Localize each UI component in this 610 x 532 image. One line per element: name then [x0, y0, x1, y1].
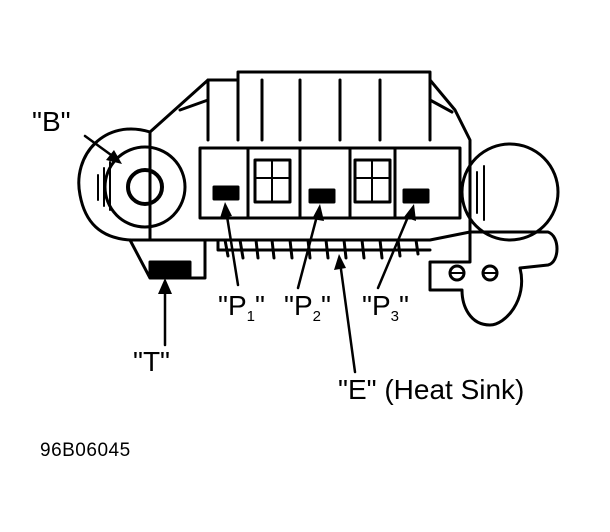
p1-terminal-tab	[212, 185, 240, 201]
label-p1-sub: 1	[246, 308, 255, 325]
arrow-e-head	[334, 254, 346, 270]
rectifier-body-outline	[148, 70, 472, 242]
arrow-p1-head	[220, 202, 232, 218]
b-terminal-shading	[97, 161, 111, 211]
connector-window-lines	[254, 159, 391, 203]
arrow-p3-head	[404, 204, 416, 221]
label-t: "T"	[133, 346, 170, 377]
label-p1-close: "	[254, 290, 265, 321]
label-e-heat-sink: "E" (Heat Sink)	[338, 374, 525, 405]
label-p3-text: "P	[362, 290, 391, 321]
upper-housing	[206, 78, 432, 142]
arrow-t-head	[158, 278, 172, 294]
p2-terminal-tab	[308, 188, 336, 204]
upper-housing-edge	[178, 98, 454, 114]
label-p3-close: "	[398, 290, 409, 321]
arrow-p1	[224, 208, 240, 287]
leader-arrows	[83, 134, 416, 374]
b-terminal-stud	[126, 168, 164, 206]
label-p1-text: "P	[218, 290, 247, 321]
label-p3: "P3"	[362, 290, 409, 325]
label-b: "B"	[32, 106, 71, 137]
figure-code: 96B06045	[40, 440, 131, 461]
b-terminal-boss	[77, 127, 152, 242]
label-p1: "P1"	[218, 290, 265, 325]
label-p2-text: "P	[284, 290, 313, 321]
terminal-block-dividers	[246, 146, 397, 220]
arrow-p3	[376, 210, 412, 290]
right-terminal-ring	[460, 142, 560, 242]
label-p2: "P2"	[284, 290, 331, 325]
arrow-p2-head	[312, 204, 324, 221]
right-terminal-shading	[469, 165, 485, 221]
arrow-p2	[296, 210, 320, 290]
heat-sink-base	[216, 238, 432, 252]
terminal-block	[198, 146, 462, 220]
mounting-bracket	[428, 230, 559, 327]
arrow-b-head	[106, 150, 122, 164]
label-p3-sub: 3	[390, 308, 399, 325]
p3-terminal-tab	[402, 188, 430, 204]
t-terminal-bracket	[148, 260, 192, 278]
arrow-e	[338, 260, 357, 374]
label-p2-sub: 2	[312, 308, 321, 325]
label-p2-close: "	[320, 290, 331, 321]
